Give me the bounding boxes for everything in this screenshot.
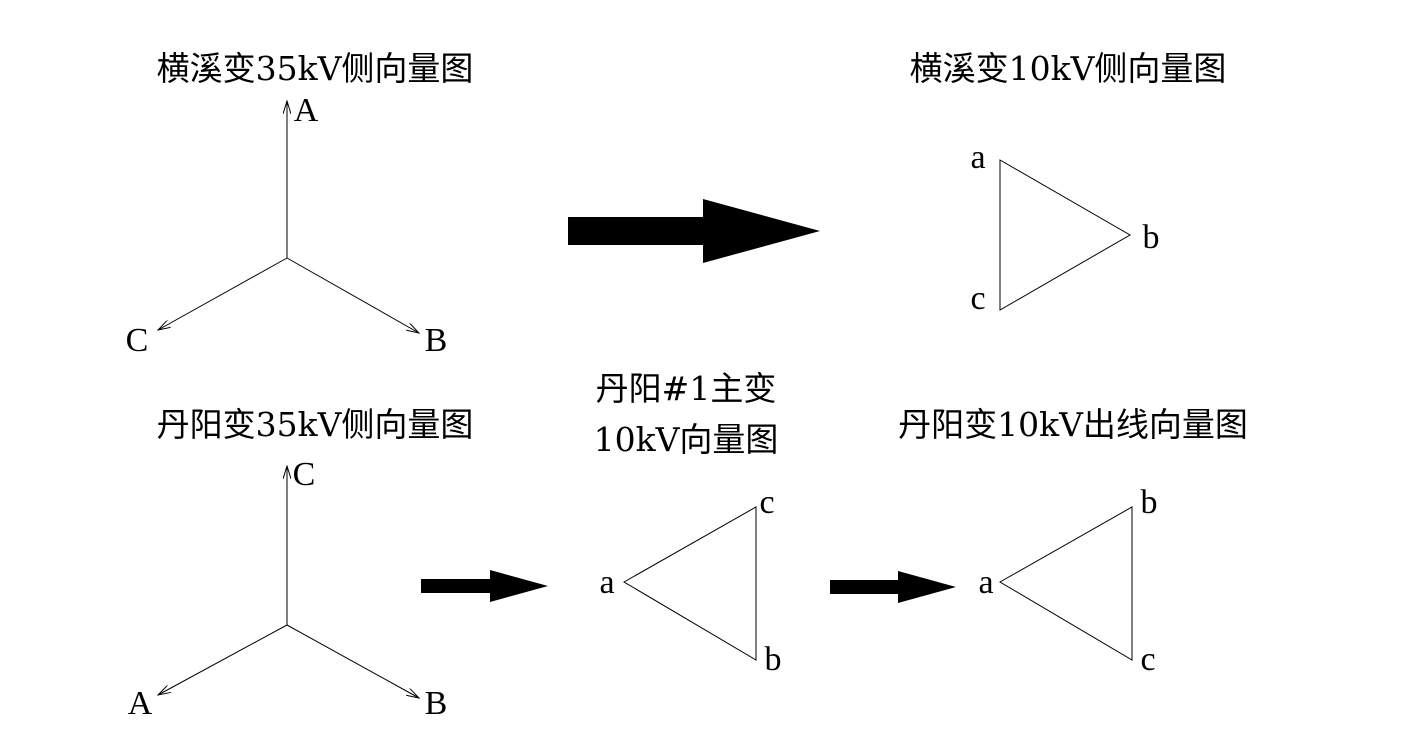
phase-label-left: a: [599, 564, 614, 601]
phase-label-right: B: [425, 322, 448, 359]
phase-label-top: a: [970, 139, 985, 176]
delta-triangle: [999, 506, 1133, 661]
hengxi-10kv-delta-diagram: 横溪变10kV侧向量图 a b c: [910, 49, 1227, 317]
phase-label-right: B: [425, 685, 448, 722]
phase-vector-right: [286, 257, 419, 333]
phase-label-left: A: [128, 685, 153, 722]
hengxi-10kv-title: 横溪变10kV侧向量图: [910, 49, 1227, 88]
phase-vector-left: [158, 257, 288, 330]
phase-label-bottom: c: [970, 280, 985, 317]
phase-label-up: A: [294, 92, 319, 129]
phase-label-left: a: [978, 564, 993, 601]
transform-arrow-icon: [830, 571, 956, 603]
delta-triangle: [999, 159, 1132, 311]
danyang-main-10kv-delta-diagram: 丹阳#1主变 10kV向量图 a c b: [594, 369, 782, 678]
phase-label-left: C: [126, 322, 149, 359]
danyang-out-title: 丹阳变10kV出线向量图: [898, 405, 1248, 444]
phase-label-top: b: [1141, 484, 1158, 521]
transform-arrow-icon: [421, 570, 548, 602]
phase-label-bottom: b: [765, 641, 782, 678]
phase-vector-left: [158, 624, 288, 695]
hengxi-35kv-star-diagram: 横溪变35kV侧向量图 A C B: [126, 49, 474, 359]
danyang-35kv-star-diagram: 丹阳变35kV侧向量图 C A B: [128, 405, 474, 722]
delta-triangle: [623, 506, 757, 661]
danyang-out-10kv-delta-diagram: 丹阳变10kV出线向量图 a b c: [898, 405, 1248, 678]
phase-label-up: C: [293, 456, 316, 493]
phase-label-top: c: [759, 484, 774, 521]
transform-arrow-icon: [568, 199, 820, 263]
danyang-main-title-line1: 丹阳#1主变: [596, 369, 777, 408]
phase-label-right: b: [1143, 219, 1160, 256]
danyang-main-title-line2: 10kV向量图: [594, 420, 779, 459]
danyang-35kv-title: 丹阳变35kV侧向量图: [157, 405, 474, 444]
hengxi-35kv-title: 横溪变35kV侧向量图: [157, 49, 474, 88]
phase-vector-right: [286, 624, 419, 698]
phase-label-bottom: c: [1140, 641, 1155, 678]
